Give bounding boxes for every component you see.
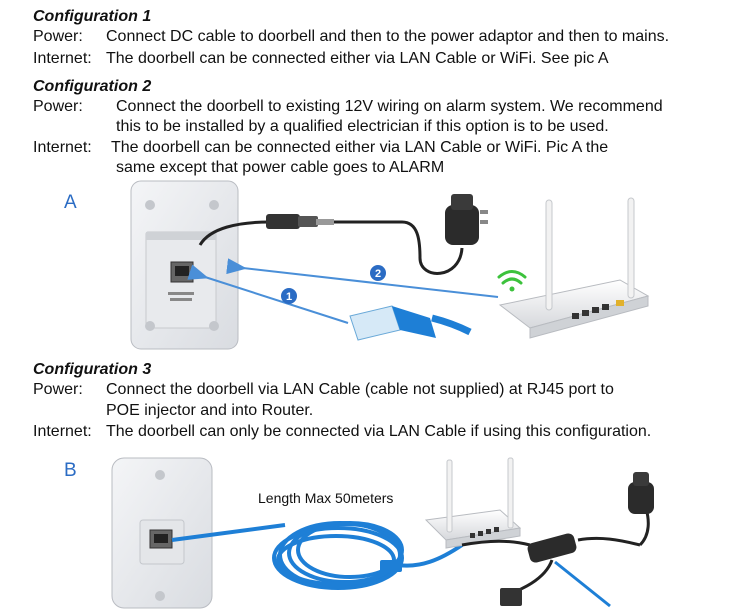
config1-power-row: Power: Connect DC cable to doorbell and …: [33, 27, 733, 46]
config1-heading: Configuration 1: [33, 8, 152, 25]
config3-internet-row: Internet: The doorbell can only be conne…: [33, 422, 733, 441]
wifi-icon: [497, 270, 527, 292]
doorbell-back-plate-b: [111, 457, 213, 609]
config3-internet-label: Internet:: [33, 423, 92, 440]
config2-internet-text-2: same except that power cable goes to ALA…: [116, 159, 445, 176]
config3-power-row: Power: Connect the doorbell via LAN Cabl…: [33, 380, 733, 399]
arrow-lan: [187, 264, 349, 324]
config2-power-row: Power: Connect the doorbell to existing …: [33, 97, 733, 116]
figure-b-letter: B: [64, 460, 77, 481]
config3-power-text-1: Connect the doorbell via LAN Cable (cabl…: [106, 381, 614, 398]
config1-power-text: Connect DC cable to doorbell and then to…: [106, 28, 670, 45]
poe-injector: [461, 504, 650, 608]
cable-length-label: Length Max 50meters: [258, 490, 394, 506]
config3-power-label: Power:: [33, 381, 83, 398]
config2-internet-text-1: The doorbell can be connected either via…: [111, 139, 609, 156]
config1-internet-row: Internet: The doorbell can be connected …: [33, 49, 733, 68]
router-a: [498, 197, 650, 339]
lan-cable-connector: [349, 305, 472, 341]
config2-power-text-1: Connect the doorbell to existing 12V wir…: [116, 98, 663, 115]
config2-power-label: Power:: [33, 98, 83, 115]
config2-power-text-2: this to be installed by a qualified elec…: [116, 118, 609, 135]
config2-internet-row-2: same except that power cable goes to ALA…: [116, 158, 444, 177]
config1-internet-label: Internet:: [33, 50, 92, 67]
config3-internet-text: The doorbell can only be connected via L…: [106, 423, 652, 440]
config3-power-row-2: POE injector and into Router.: [106, 401, 313, 420]
config1-internet-text: The doorbell can be connected either via…: [106, 50, 609, 67]
doorbell-back-plate: [130, 180, 239, 350]
badge-1-text: 1: [286, 291, 292, 303]
power-adaptor-b: [628, 472, 654, 514]
figure-a-letter: A: [64, 192, 77, 213]
config3-power-text-2: POE injector and into Router.: [106, 402, 314, 419]
arrow-wifi: [226, 258, 499, 298]
config1-power-label: Power:: [33, 28, 83, 45]
config2-power-row-2: this to be installed by a qualified elec…: [116, 117, 609, 136]
config2-internet-label: Internet:: [33, 139, 92, 156]
config3-heading: Configuration 3: [33, 361, 152, 378]
coiled-lan-cable: [171, 521, 464, 590]
power-adaptor: [445, 194, 488, 245]
config2-heading: Configuration 2: [33, 78, 152, 95]
badge-2-text: 2: [375, 268, 381, 280]
config2-internet-row: Internet: The doorbell can be connected …: [33, 138, 733, 157]
router-b: [424, 457, 522, 549]
